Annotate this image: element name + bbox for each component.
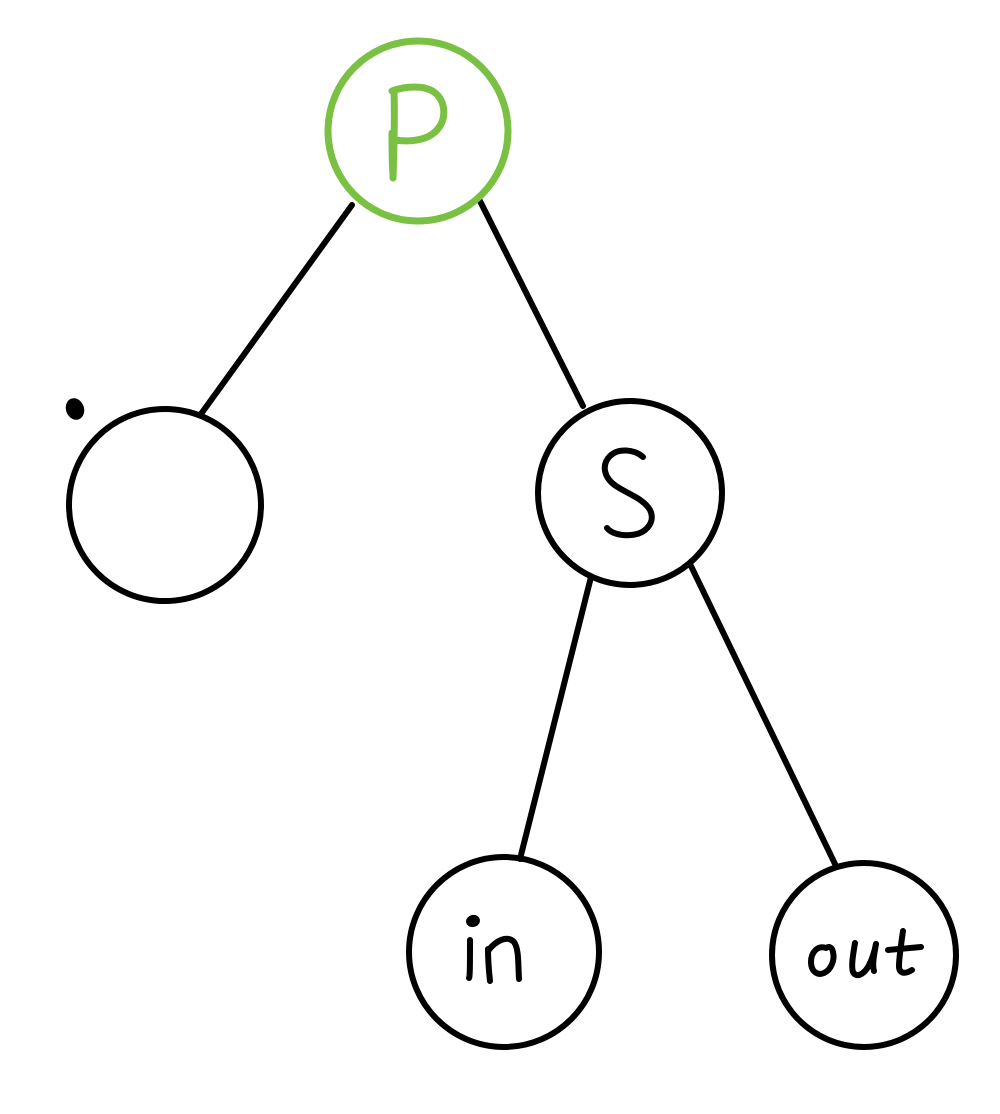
node-circle-s[interactable] bbox=[534, 397, 726, 589]
node-circle-root[interactable] bbox=[324, 37, 512, 225]
node-label-in bbox=[466, 914, 522, 984]
tree-node-out[interactable]: out bbox=[0, 0, 960, 1051]
node-label-out bbox=[808, 928, 924, 979]
node-label-root bbox=[388, 83, 448, 182]
edge-s-to-in-node bbox=[517, 574, 594, 862]
node-circle-left-empty[interactable] bbox=[65, 405, 265, 605]
node-circle-in[interactable] bbox=[405, 853, 603, 1051]
edge-s-to-out-node bbox=[688, 563, 839, 869]
node-label-s bbox=[601, 447, 655, 539]
edge-root-to-left-node bbox=[198, 202, 355, 417]
tree-node-s[interactable]: S bbox=[0, 0, 726, 589]
stray-ink-dot bbox=[65, 398, 85, 420]
tree-node-left-empty[interactable] bbox=[65, 405, 265, 605]
edge-group bbox=[198, 198, 839, 869]
tree-node-in[interactable]: in bbox=[0, 0, 603, 1051]
node-circle-out[interactable] bbox=[768, 859, 960, 1051]
edge-root-to-s-node bbox=[477, 198, 586, 409]
tree-node-root[interactable]: P bbox=[0, 0, 512, 225]
